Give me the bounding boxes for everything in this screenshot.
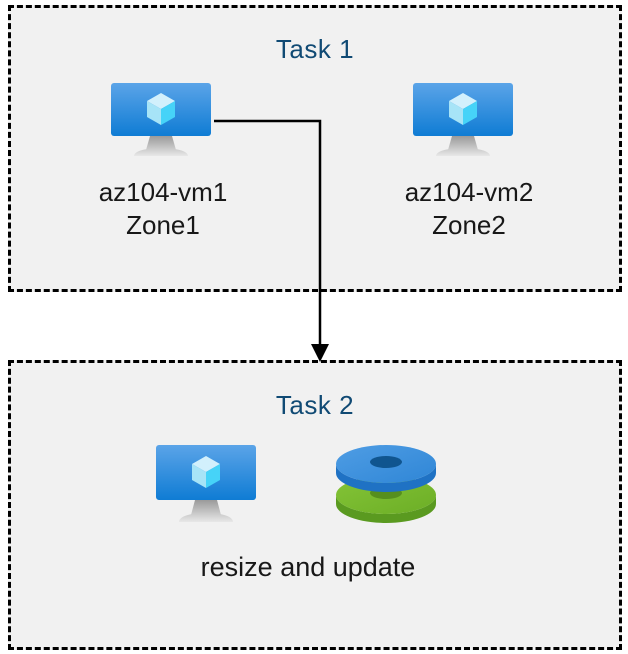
- virtual-machine-icon: [412, 82, 516, 158]
- task-1-title: Task 1: [275, 34, 355, 64]
- disks-icon: [332, 440, 440, 526]
- vm1-label: az104-vm1 Zone1: [98, 177, 228, 240]
- task-2-container: Task 2: [8, 360, 622, 650]
- task-1-container: Task 1: [8, 5, 622, 292]
- task-2-title: Task 2: [275, 390, 355, 420]
- vm2-label: az104-vm2 Zone2: [404, 177, 534, 240]
- virtual-machine-icon: [110, 82, 214, 158]
- virtual-machine-icon: [155, 444, 259, 524]
- action-label: resize and update: [200, 552, 416, 582]
